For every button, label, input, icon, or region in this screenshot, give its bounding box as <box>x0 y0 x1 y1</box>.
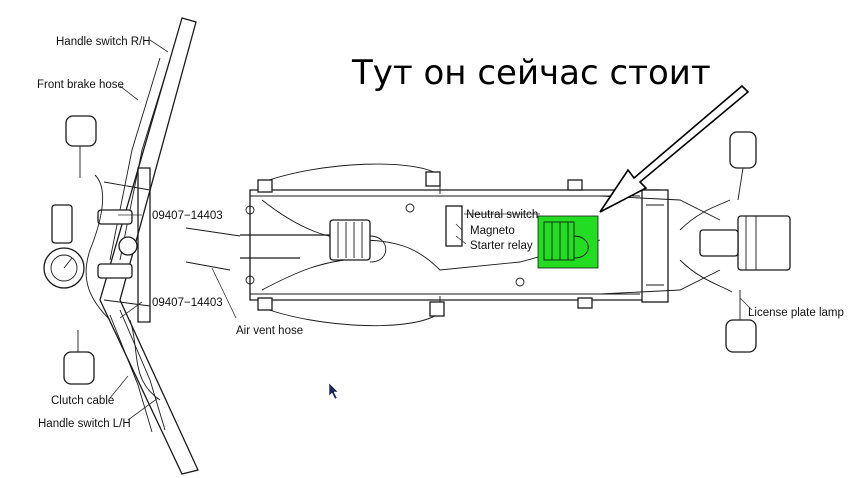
label-part-no-upper: 09407−14403 <box>152 210 223 222</box>
label-handle-switch-lh: Handle switch L/H <box>38 418 131 430</box>
label-starter-relay: Starter relay <box>470 240 533 252</box>
rear-assembly <box>679 131 791 353</box>
label-part-no-lower: 09407−14403 <box>152 297 223 309</box>
label-neutral-switch: Neutral switch <box>466 209 538 221</box>
label-magneto: Magneto <box>470 225 515 237</box>
label-handle-switch-rh: Handle switch R/H <box>56 36 151 48</box>
label-air-vent-hose: Air vent hose <box>236 325 303 337</box>
leader-lines <box>109 39 753 421</box>
frame-assembly <box>240 163 721 327</box>
annotation-arrow <box>599 84 750 213</box>
handlebar-assembly <box>43 17 241 475</box>
label-front-brake-hose: Front brake hose <box>37 79 124 91</box>
label-license-plate-lamp: License plate lamp <box>748 307 844 319</box>
starter-relay-part <box>543 221 589 261</box>
label-clutch-cable: Clutch cable <box>51 395 114 407</box>
mouse-pointer-icon <box>328 382 339 400</box>
annotation-text: Тут он сейчас стоит <box>351 53 711 93</box>
